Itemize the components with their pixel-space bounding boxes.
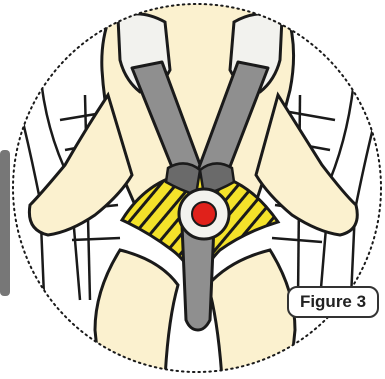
harness-buckle-icon — [179, 189, 229, 239]
release-button-icon — [192, 202, 216, 226]
side-tab — [0, 150, 10, 296]
crotch-strap — [182, 225, 214, 330]
figure-label: Figure 3 — [287, 286, 379, 318]
